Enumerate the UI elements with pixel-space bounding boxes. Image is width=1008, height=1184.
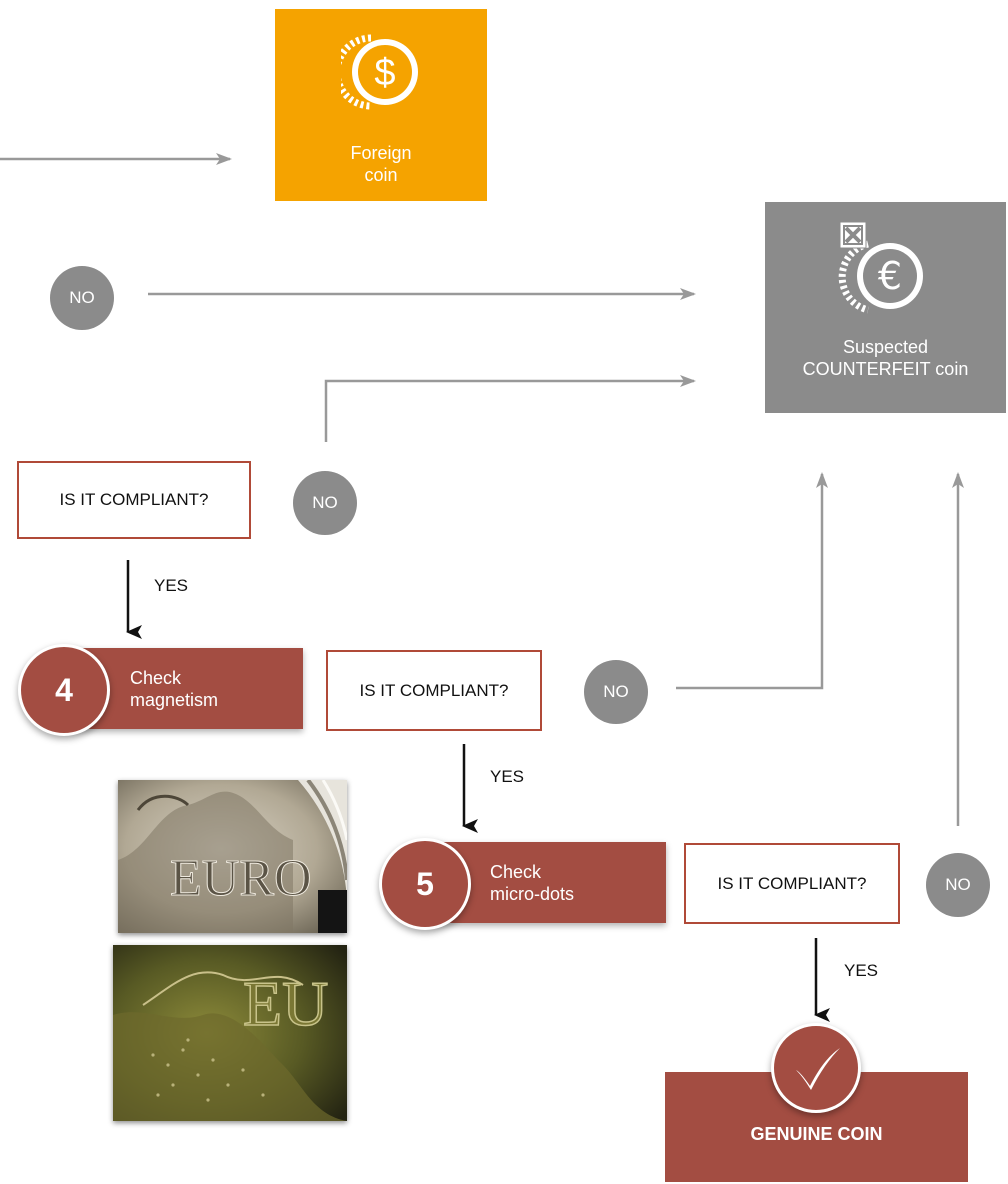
arrow-no2-to-counterfeit [324,375,696,442]
step-4-number: 4 [18,644,110,736]
step-4-banner: Check magnetism [70,648,303,729]
yes-label: YES [154,576,189,595]
svg-text:€: € [878,254,902,298]
step-5-number: 5 [379,838,471,930]
checkmark-icon [796,1048,840,1090]
euro-coin-microdots-photo: EU [113,945,347,1121]
compliance-question: IS IT COMPLIANT? [684,843,900,924]
foreign-coin-label: Foreign coin [350,143,412,185]
counterfeit-coin-box: € Suspected COUNTERFEIT coin [765,202,1006,413]
euro-coin-closeup-photo: EURO [118,780,347,933]
dollar-coin-icon: $ [341,34,418,110]
step-4-subtitle: magnetism [130,690,219,710]
no-badge: NO [584,660,648,724]
step-5-subtitle: micro-dots [490,884,575,904]
no-badge: NO [926,853,990,917]
svg-text:EURO: EURO [170,850,312,907]
counterfeit-coin-label: Suspected COUNTERFEIT coin [802,337,969,379]
step-5-title: Check [490,862,542,882]
no-badge: NO [293,471,357,535]
svg-text:$: $ [374,52,395,94]
compliance-question: IS IT COMPLIANT? [17,461,251,539]
foreign-coin-box: $ Foreign coin [275,9,487,201]
no-badge: NO [50,266,114,330]
yes-label: YES [490,767,525,786]
compliance-question: IS IT COMPLIANT? [326,650,542,731]
euro-coin-crossed-icon: € [838,221,923,314]
yes-label: YES [844,961,879,980]
genuine-coin-label: GENUINE COIN [750,1124,883,1144]
arrow-no3-to-counterfeit [676,472,828,690]
svg-text:EU: EU [243,968,328,1039]
checkmark-badge [771,1023,861,1113]
step-4-title: Check [130,668,182,688]
